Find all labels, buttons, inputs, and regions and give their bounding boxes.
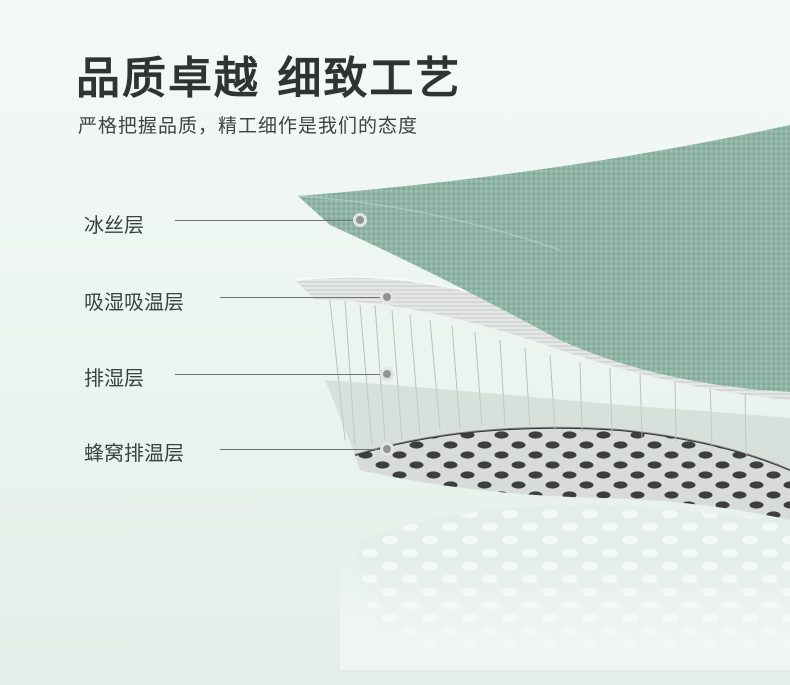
leader-line (220, 297, 380, 298)
layer-label-moisture-absorption: 吸湿吸温层 (84, 290, 184, 314)
layer-marker-dot (380, 290, 394, 304)
layer-marker-dot (380, 442, 394, 456)
leader-line (175, 374, 380, 375)
leader-line (220, 449, 380, 450)
layer-label-ice-silk: 冰丝层 (84, 213, 144, 237)
page-title: 品质卓越 细致工艺 (76, 53, 462, 104)
layer-marker-dot (353, 213, 367, 227)
page-subtitle: 严格把握品质，精工细作是我们的态度 (78, 115, 419, 137)
layer-marker-dot (380, 367, 394, 381)
layer-label-moisture-drainage: 排湿层 (84, 366, 144, 390)
layer-label-honeycomb: 蜂窝排温层 (84, 441, 184, 465)
leader-line (175, 220, 355, 221)
